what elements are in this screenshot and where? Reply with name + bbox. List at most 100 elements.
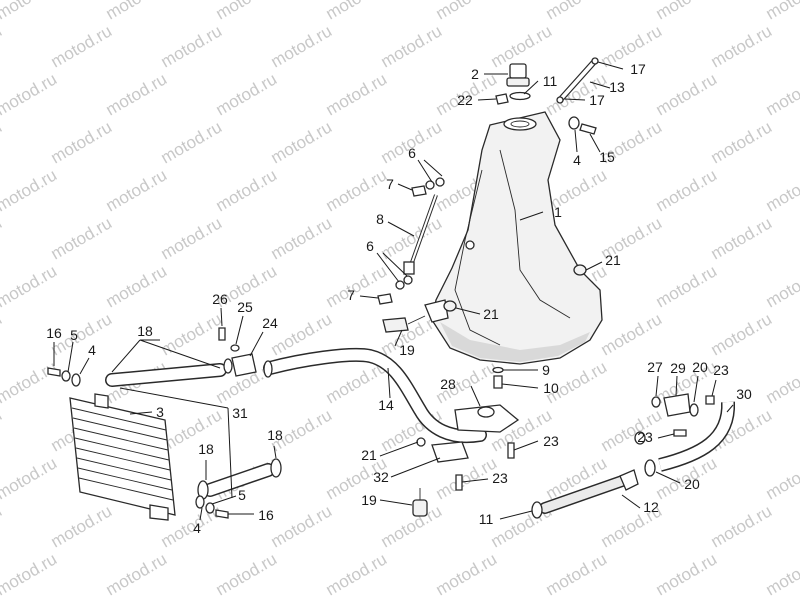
callout-numbers: 1 2 3 4 4 4 5 5 6 6 7 7 8 9 10 11 11 12 … — [46, 61, 752, 536]
callout-14: 14 — [378, 397, 394, 413]
watermark-text: motod.ru — [48, 501, 116, 551]
watermark-text: motod.ru — [0, 21, 5, 71]
watermark-text: motod.ru — [158, 309, 226, 359]
watermark-text: motod.ru — [598, 309, 666, 359]
watermark-text: motod.ru — [378, 21, 446, 71]
watermark-text: motod.ru — [763, 261, 800, 311]
watermark-text: motod.ru — [653, 549, 721, 599]
watermark-text: motod.ru — [268, 213, 336, 263]
callout-4-upper-left: 4 — [88, 342, 96, 358]
callout-23-mid: 23 — [637, 429, 653, 445]
callout-20-lower: 20 — [684, 476, 700, 492]
watermark-text: motod.ru — [763, 453, 800, 503]
watermark-text: motod.ru — [158, 117, 226, 167]
watermark-text: motod.ru — [0, 309, 5, 359]
grommet-21-lower — [416, 437, 426, 447]
callout-21-tank: 21 — [483, 306, 499, 322]
callout-2: 2 — [471, 66, 479, 82]
watermark-text: motod.ru — [763, 0, 800, 23]
watermark-text: motod.ru — [213, 69, 281, 119]
watermark-text: motod.ru — [158, 213, 226, 263]
callout-4-lower: 4 — [193, 520, 201, 536]
callout-23-bracket: 23 — [492, 470, 508, 486]
bracket-32 — [431, 441, 469, 463]
watermark-text: motod.ru — [323, 69, 391, 119]
watermark-text: motod.ru — [763, 69, 800, 119]
watermark-text: motod.ru — [763, 165, 800, 215]
damper-19-lower — [412, 488, 428, 517]
callout-6-lower: 6 — [366, 238, 374, 254]
callout-16-upper: 16 — [46, 325, 62, 341]
watermark-text: motod.ru — [378, 213, 446, 263]
watermark-text: motod.ru — [763, 357, 800, 407]
callout-18-lower-left: 18 — [198, 441, 214, 457]
washer-5-upper — [61, 370, 71, 382]
callout-6-upper: 6 — [408, 145, 416, 161]
callout-22: 22 — [457, 92, 473, 108]
callout-23-flange: 23 — [543, 433, 559, 449]
hose-12 — [539, 469, 639, 514]
washer-4-lower — [195, 495, 205, 509]
washer-5-lower — [205, 502, 215, 514]
flange-28 — [454, 404, 520, 433]
callout-8: 8 — [376, 211, 384, 227]
watermark-text: motod.ru — [708, 309, 776, 359]
oil-tank — [424, 111, 603, 365]
callout-4-tank: 4 — [573, 152, 581, 168]
watermark-text: motod.ru — [48, 117, 116, 167]
watermark-text: motod.ru — [0, 261, 60, 311]
washer-4-upper — [71, 373, 81, 387]
callout-5-lower: 5 — [238, 487, 246, 503]
bolt-16-lower — [215, 509, 229, 519]
callout-32: 32 — [373, 469, 389, 485]
watermark-text: motod.ru — [433, 0, 501, 23]
callout-27: 27 — [647, 359, 663, 375]
watermark-text: motod.ru — [213, 165, 281, 215]
watermark-text: motod.ru — [48, 213, 116, 263]
watermark-text: motod.ru — [0, 213, 5, 263]
filler-cap — [506, 63, 531, 101]
watermark-text: motod.ru — [48, 21, 116, 71]
watermark-text: motod.ru — [0, 357, 60, 407]
callout-11-top: 11 — [543, 73, 558, 89]
watermark-text: motod.ru — [213, 0, 281, 23]
watermark-text: motod.ru — [708, 501, 776, 551]
callout-17-top: 17 — [630, 61, 646, 77]
hose-30 — [644, 401, 736, 477]
watermark-text: motod.ru — [0, 549, 60, 599]
watermark-text: motod.ru — [103, 261, 171, 311]
callout-13: 13 — [609, 79, 625, 95]
callout-7-upper: 7 — [386, 176, 394, 192]
watermark-text: motod.ru — [653, 261, 721, 311]
oil-pipe-14 — [263, 347, 487, 444]
callout-25: 25 — [237, 299, 253, 315]
leader-lines — [53, 61, 734, 521]
watermark-text: motod.ru — [0, 501, 5, 551]
callout-28: 28 — [440, 376, 456, 392]
watermark-text: motod.ru — [543, 0, 611, 23]
watermark-text: motod.ru — [598, 405, 666, 455]
watermark-text: motod.ru — [323, 165, 391, 215]
oring-11-lower — [531, 501, 543, 519]
callout-7-lower: 7 — [347, 287, 355, 303]
watermark-text: motod.ru — [0, 117, 5, 167]
watermark-text: motod.ru — [378, 501, 446, 551]
callout-1: 1 — [554, 204, 562, 220]
callout-17-mid: 17 — [589, 92, 605, 108]
watermark-text: motod.ru — [323, 0, 391, 23]
callout-31: 31 — [232, 405, 248, 421]
watermark-text: motod.ru — [0, 405, 5, 455]
oil-cooler — [69, 393, 176, 521]
fitting-24 — [218, 327, 257, 377]
grommet-21-right — [573, 264, 587, 276]
callout-18-upper: 18 — [137, 323, 153, 339]
watermark-text: motod.ru — [323, 549, 391, 599]
bolt-23-a — [507, 442, 515, 459]
callout-20-right: 20 — [692, 359, 708, 375]
bolt-15 — [579, 123, 597, 135]
watermark-text: motod.ru — [0, 453, 60, 503]
watermark-text: motod.ru — [708, 21, 776, 71]
callout-3: 3 — [156, 404, 164, 420]
watermark-text: motod.ru — [103, 69, 171, 119]
